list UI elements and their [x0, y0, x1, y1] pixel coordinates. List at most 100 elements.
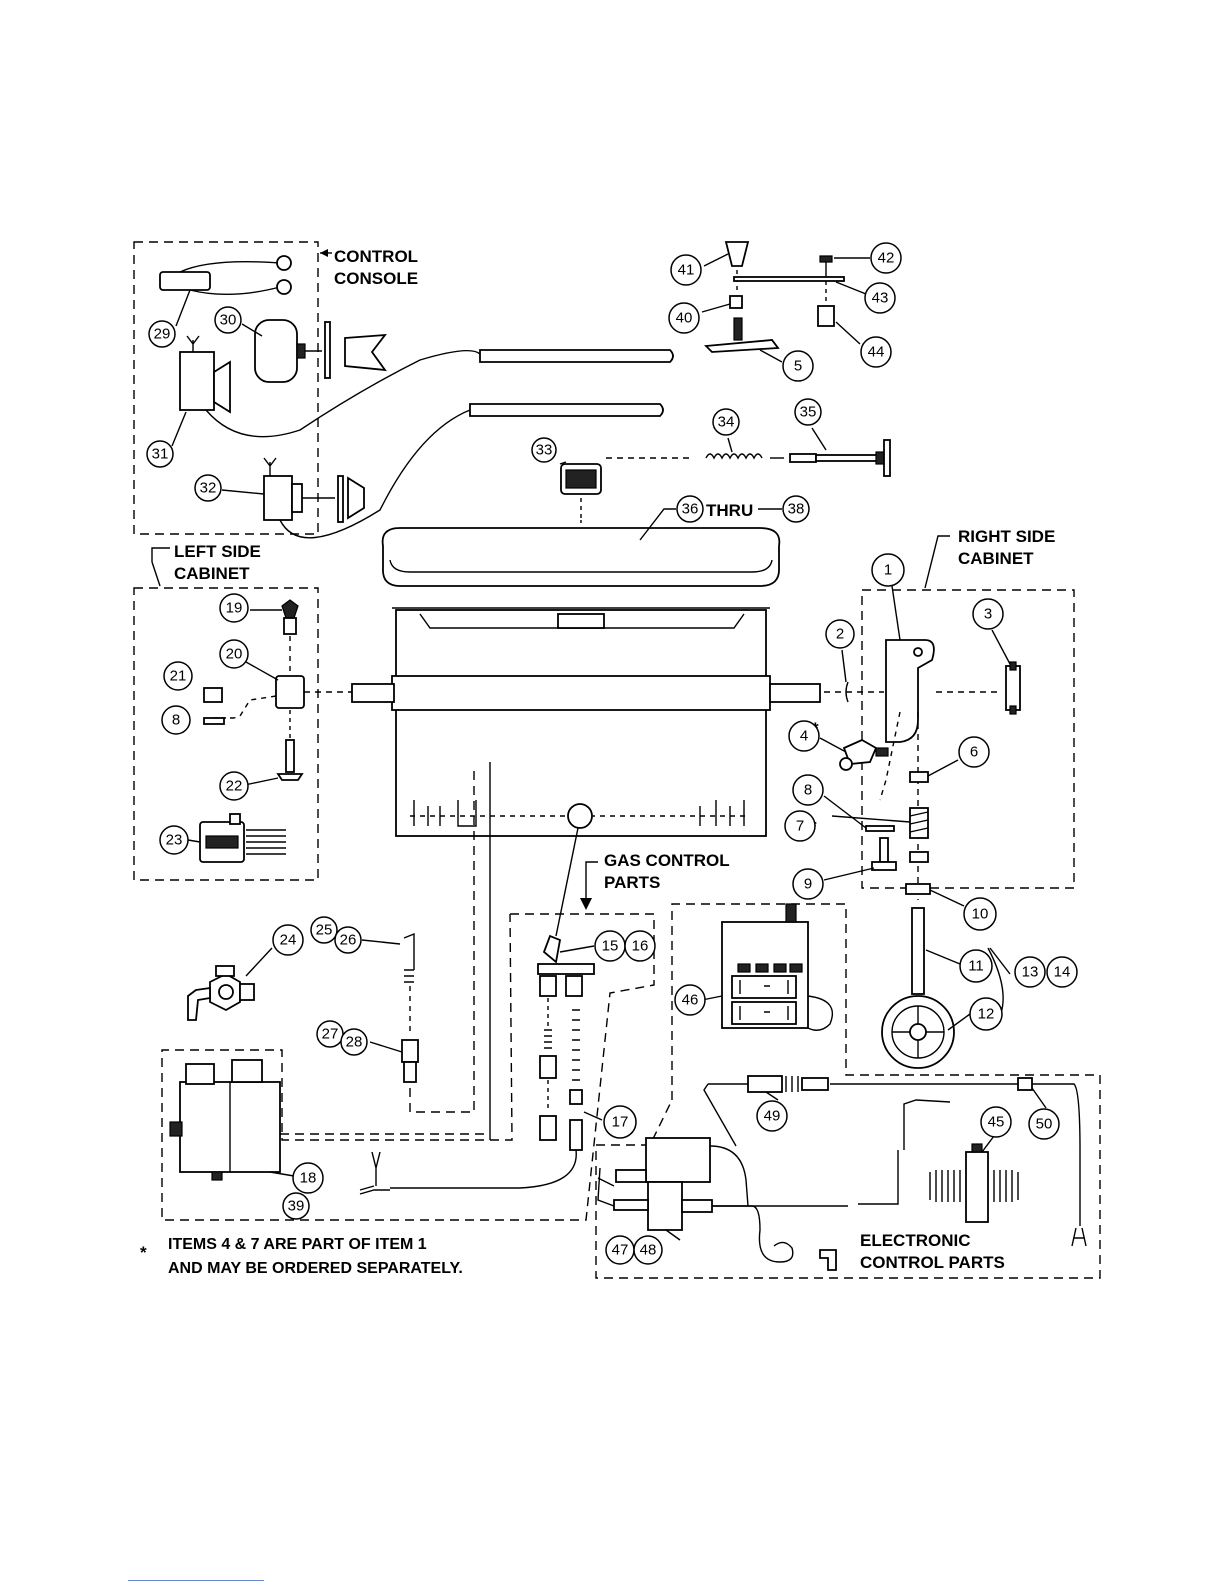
part-45-transformer: [929, 1143, 1019, 1223]
callout-47-48: 47 48: [605, 1235, 663, 1265]
svg-text:ITEMS 4 & 7 ARE PART OF ITEM 1: ITEMS 4 & 7 ARE PART OF ITEM 1: [168, 1236, 427, 1253]
fryer-cover: [381, 520, 781, 587]
callout-17: 17: [603, 1105, 637, 1139]
svg-text:48: 48: [640, 1242, 657, 1259]
callout-42: 42: [870, 242, 902, 274]
svg-text:CONTROL: CONTROL: [334, 247, 418, 266]
svg-text:9: 9: [804, 876, 812, 893]
callout-31: 31: [146, 440, 174, 468]
svg-text:19: 19: [226, 600, 243, 617]
callout-30: 30: [214, 306, 242, 334]
part-40-nut: [729, 295, 743, 309]
svg-text:16: 16: [632, 938, 649, 955]
callout-8-left: 8: [161, 705, 191, 735]
part-49-sensor-probe: [703, 1075, 1018, 1147]
svg-text:50: 50: [1036, 1116, 1053, 1133]
svg-text:35: 35: [800, 404, 817, 421]
part-23-pressure-valve: [199, 813, 286, 863]
svg-text:*: *: [140, 1243, 147, 1262]
part-3-igniter: [1005, 661, 1021, 715]
wire-bent-tube: [712, 1099, 951, 1207]
part-19-valve-stem: [281, 599, 299, 674]
svg-text:27: 27: [322, 1026, 339, 1043]
part-8-washer-right: [865, 825, 895, 832]
footer-rule: [128, 1580, 264, 1581]
svg-text:30: 30: [220, 312, 237, 329]
svg-text:CABINET: CABINET: [958, 549, 1034, 568]
callout-10: 10: [963, 897, 997, 931]
part-4-air-shutter: [839, 738, 889, 771]
part-22-bolt: [276, 710, 304, 781]
svg-text:6: 6: [970, 744, 978, 761]
fryer-vat: [351, 607, 821, 1140]
callout-1: 1: [871, 553, 905, 587]
part-46-control-module: [721, 903, 834, 1031]
callout-46: 46: [674, 984, 706, 1016]
part-7-coupling: [909, 807, 929, 839]
gas-control-box: [161, 913, 655, 1221]
svg-text:28: 28: [346, 1034, 363, 1051]
part-33-fan-motor: [560, 457, 690, 520]
callout-23: 23: [159, 825, 189, 855]
part-15-16-pilot: [537, 827, 595, 997]
svg-text:38: 38: [788, 501, 805, 518]
part-5-spring-base: [704, 317, 780, 353]
part-10-nut: [905, 883, 931, 895]
part-21-nut: [203, 687, 223, 703]
svg-text:45: 45: [988, 1114, 1005, 1131]
callout-33: 33: [531, 437, 557, 463]
footnote: * ITEMS 4 & 7 ARE PART OF ITEM 1 AND MAY…: [140, 1236, 463, 1277]
callout-35: 35: [794, 398, 822, 426]
part-50-wire-terminal: [1017, 1077, 1087, 1247]
callout-29: 29: [148, 320, 176, 348]
svg-text:11: 11: [968, 958, 984, 975]
part-20-body: [212, 675, 352, 719]
svg-text:THRU: THRU: [706, 501, 753, 520]
svg-text:36: 36: [682, 501, 699, 518]
svg-text:31: 31: [152, 446, 169, 463]
callout-43: 43: [864, 282, 896, 314]
svg-text:5: 5: [794, 358, 802, 375]
callout-9: 9: [792, 868, 824, 900]
callout-5: 5: [782, 350, 814, 382]
part-12-wheel: [881, 947, 1004, 1069]
svg-text:41: 41: [678, 262, 695, 279]
svg-text:3: 3: [984, 606, 992, 623]
svg-text:2: 2: [836, 626, 844, 643]
svg-text:34: 34: [718, 414, 735, 431]
svg-text:29: 29: [154, 326, 171, 343]
svg-text:44: 44: [868, 344, 885, 361]
part-11-tube: [911, 907, 925, 995]
part-2-gasket: [845, 681, 849, 703]
callout-44: 44: [860, 336, 892, 368]
gas-control-parts-label: GAS CONTROL PARTS: [580, 851, 730, 910]
callout-12: 12: [969, 997, 1003, 1031]
callout-32: 32: [194, 474, 222, 502]
svg-text:32: 32: [200, 480, 217, 497]
callout-21: 21: [163, 661, 193, 691]
right-side-cabinet-box: [861, 589, 1075, 889]
right-side-cabinet-label: RIGHT SIDE CABINET: [924, 527, 1055, 589]
svg-text:33: 33: [536, 442, 553, 459]
svg-text:CONSOLE: CONSOLE: [334, 269, 418, 288]
svg-text:10: 10: [972, 906, 989, 923]
svg-text:CONTROL PARTS: CONTROL PARTS: [860, 1253, 1005, 1272]
svg-text:18: 18: [300, 1170, 317, 1187]
svg-text:RIGHT SIDE: RIGHT SIDE: [958, 527, 1055, 546]
callout-41: 41: [670, 254, 702, 286]
part-17-thermocouple: [390, 998, 583, 1189]
callout-24: 24: [272, 924, 304, 956]
svg-text:ELECTRONIC: ELECTRONIC: [860, 1231, 971, 1250]
callout-3: 3: [972, 598, 1004, 630]
svg-text:AND MAY BE ORDERED SEPARATELY.: AND MAY BE ORDERED SEPARATELY.: [168, 1260, 463, 1277]
callout-4: 4: [788, 720, 820, 752]
part-27-28-fitting: [401, 766, 475, 1113]
callout-34: 34: [712, 408, 740, 436]
svg-text:39: 39: [288, 1198, 305, 1215]
svg-text:21: 21: [170, 668, 187, 685]
svg-text:14: 14: [1054, 964, 1071, 981]
svg-text:17: 17: [612, 1114, 629, 1131]
svg-text:LEFT SIDE: LEFT SIDE: [174, 542, 261, 561]
callout-25-26: 25 26: [310, 916, 362, 954]
part-42-43-rod: [733, 255, 845, 282]
